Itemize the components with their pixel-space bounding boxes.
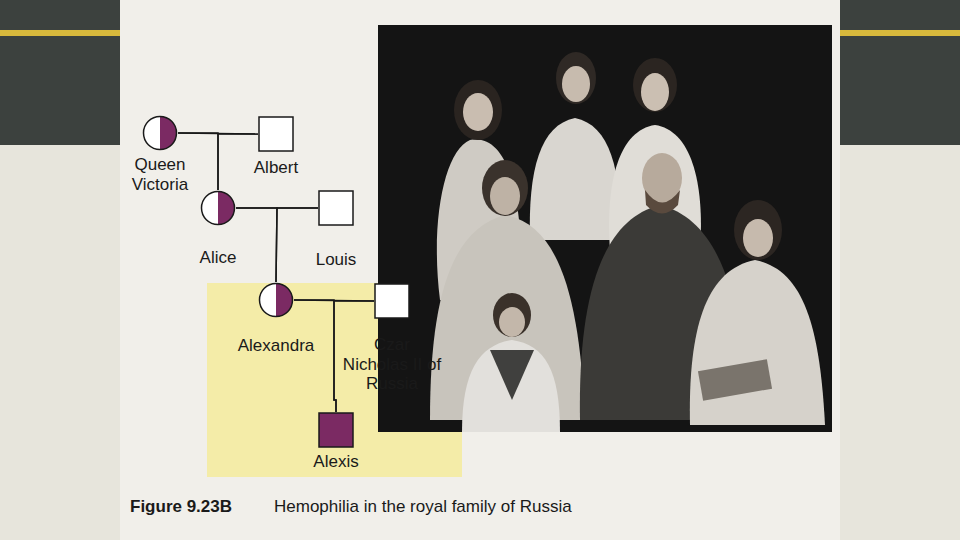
carrier-female-symbol [142, 115, 178, 151]
pedigree-node: Alexandra [228, 282, 324, 356]
male-symbol [374, 283, 410, 319]
person-name: Alexis [301, 452, 371, 472]
carrier-female-symbol [200, 190, 236, 226]
marriage-line [236, 207, 318, 209]
affected-male-symbol [318, 412, 354, 448]
pedigree-node: Queen Victoria [114, 115, 206, 194]
accent-stripe [840, 30, 960, 36]
marriage-line [294, 300, 374, 301]
marriage-line [178, 133, 258, 134]
person-name: Czar Nicholas II of Russia [340, 335, 445, 394]
descent-line [218, 134, 258, 190]
person-name: Louis [301, 250, 371, 270]
pedigree-node: Alice [183, 190, 253, 268]
person-name: Alice [183, 248, 253, 268]
figure-number: Figure 9.23B [130, 497, 232, 517]
descent-line [294, 300, 336, 412]
person-name: Alexandra [228, 336, 324, 356]
descent-line [276, 208, 318, 282]
pedigree-node: Czar Nicholas II of Russia [340, 283, 445, 394]
carrier-female-symbol [258, 282, 294, 318]
person-name: Albert [241, 158, 311, 178]
descent-line [236, 208, 277, 282]
male-symbol [258, 116, 294, 152]
accent-stripe [0, 30, 120, 36]
pedigree-node: Alexis [301, 412, 371, 472]
male-symbol [318, 190, 354, 226]
person-name: Queen Victoria [114, 155, 206, 194]
textbook-page [120, 0, 840, 540]
family-photograph [378, 25, 832, 432]
pedigree-node: Louis [301, 190, 371, 270]
pedigree-node: Albert [241, 116, 311, 178]
figure-caption: Hemophilia in the royal family of Russia [274, 497, 572, 517]
